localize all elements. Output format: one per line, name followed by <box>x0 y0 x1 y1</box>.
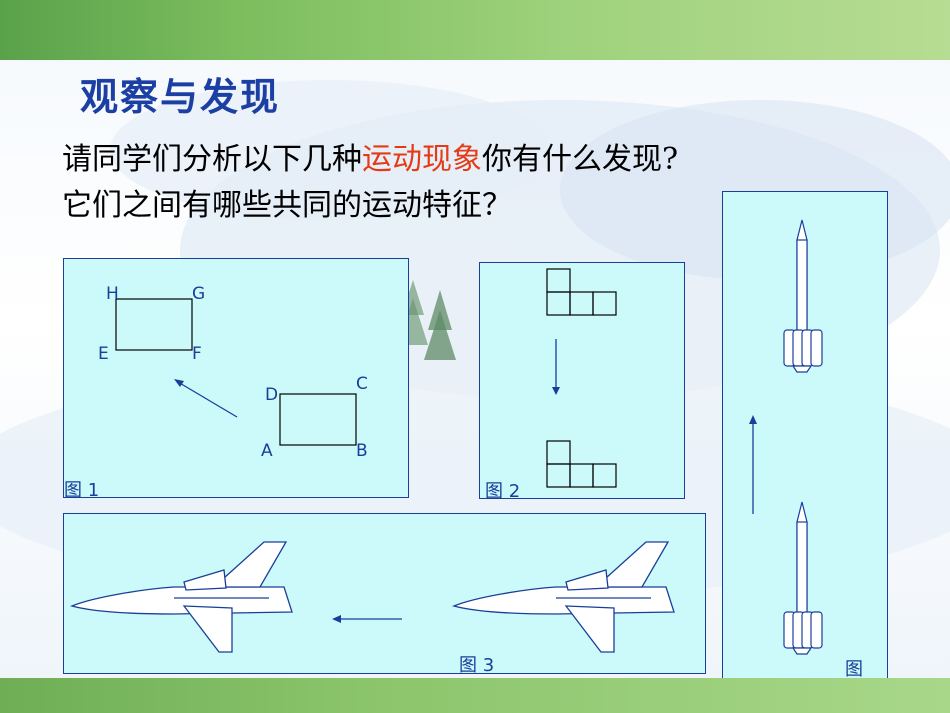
figure-3-drawing <box>69 541 675 653</box>
point-label-h: H <box>106 284 119 304</box>
figure-2-drawing <box>546 268 617 488</box>
l-shape-top <box>546 268 617 316</box>
figure-4-panel <box>722 191 888 681</box>
point-label-d: D <box>265 385 279 405</box>
figure-1-panel: H G E F D C A B 图 1 <box>63 258 409 501</box>
rocket-icon <box>783 501 823 655</box>
arrow-head-icon <box>552 387 560 395</box>
arrow-head-icon <box>174 379 184 387</box>
figure-3-panel: 图 3 <box>63 513 706 676</box>
point-label-e: E <box>98 344 109 364</box>
question-text: 你有什么发现? <box>482 142 679 177</box>
l-shape-bottom <box>546 440 617 488</box>
point-label-b: B <box>356 441 368 461</box>
arrow-head-icon <box>749 415 757 424</box>
pine-tree-icon <box>424 290 456 360</box>
top-green-band <box>0 0 950 60</box>
point-label-g: G <box>192 284 206 304</box>
figure-4-caption-line-1: 图 <box>845 659 863 680</box>
point-label-c: C <box>356 374 368 394</box>
figure-2-caption: 图 2 <box>485 481 521 502</box>
figure-1-caption: 图 1 <box>64 480 100 501</box>
figure-2-panel: 图 2 <box>479 262 685 502</box>
highlight-text: 运动现象 <box>362 142 482 177</box>
rocket-icon <box>783 219 823 373</box>
question-line-1: 请同学们分析以下几种运动现象你有什么发现? <box>62 134 678 178</box>
figure-1-drawing <box>115 298 357 446</box>
airplane-icon <box>69 541 293 653</box>
slide-title: 观察与发现 <box>80 74 281 119</box>
question-line-2: 它们之间有哪些共同的运动特征？ <box>62 188 512 223</box>
rectangle-abcd <box>279 393 357 446</box>
translation-arrow <box>177 381 238 418</box>
airplane-icon <box>451 541 675 653</box>
figure-4-drawing <box>749 219 823 655</box>
figure-3-caption: 图 3 <box>459 655 495 676</box>
rectangle-efgh <box>115 298 193 351</box>
arrow-head-icon <box>332 615 341 623</box>
bottom-green-band <box>0 678 950 713</box>
point-label-f: F <box>192 344 202 364</box>
point-label-a: A <box>261 441 273 461</box>
question-text: 请同学们分析以下几种 <box>62 142 362 177</box>
